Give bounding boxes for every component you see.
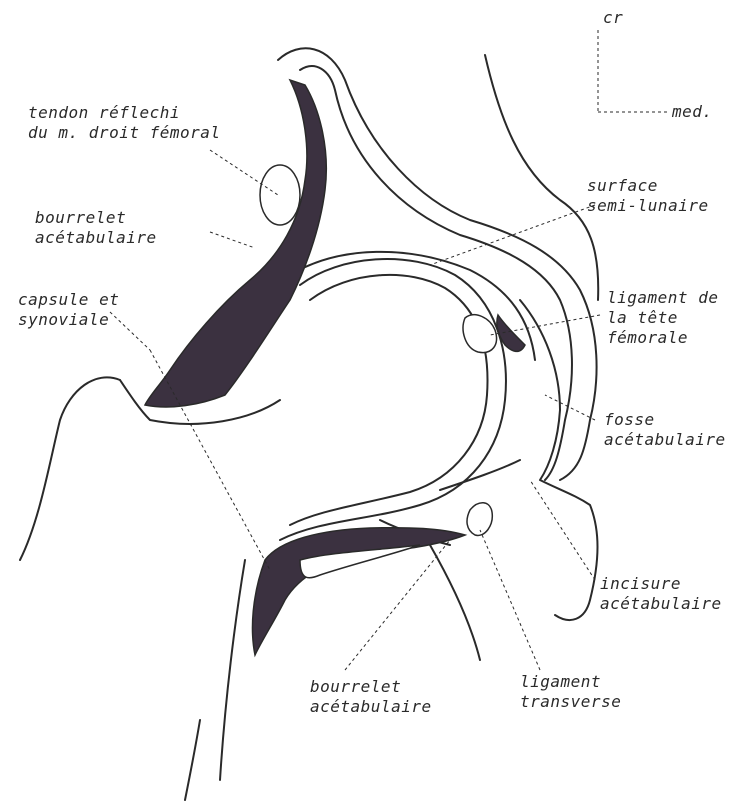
label-bourrelet-bottom: bourrelet acétabulaire: [310, 677, 432, 717]
leader-bourrelet-top: [210, 232, 255, 248]
femoral-shaft-line: [185, 720, 200, 800]
ilium-outer-outline: [278, 48, 597, 480]
femoral-head-outline: [280, 259, 506, 540]
label-ligament-transverse: ligament transverse: [520, 672, 621, 712]
label-tendon: tendon réflechi du m. droit fémoral: [28, 103, 221, 143]
acetabular-arc-1: [290, 252, 535, 360]
leader-ligament-transverse: [480, 530, 540, 670]
medial-label: med.: [672, 102, 713, 122]
cranial-label: cr: [603, 8, 623, 28]
leader-incisure: [530, 480, 595, 580]
fosse-outline: [520, 300, 598, 620]
label-bourrelet-top: bourrelet acétabulaire: [35, 208, 157, 248]
tendon-cross-section: [260, 165, 300, 225]
lower-labrum-tissue: [252, 528, 465, 655]
label-fosse: fosse acétabulaire: [604, 410, 726, 450]
femoral-neck-outline: [20, 377, 120, 560]
label-incisure: incisure acétabulaire: [600, 574, 722, 614]
label-surface: surface semi-lunaire: [587, 176, 709, 216]
medial-wall-outline: [485, 55, 598, 300]
ligament-head-tissue: [497, 315, 525, 351]
ligament-head-fold: [463, 315, 496, 353]
ilium-inner-outline: [300, 66, 572, 480]
label-ligament-tete: ligament de la tête fémorale: [607, 288, 718, 348]
transverse-ligament-block: [467, 503, 492, 536]
femoral-neck-lower: [220, 560, 245, 780]
lower-rim: [430, 545, 480, 660]
label-capsule: capsule et synoviale: [18, 290, 119, 330]
